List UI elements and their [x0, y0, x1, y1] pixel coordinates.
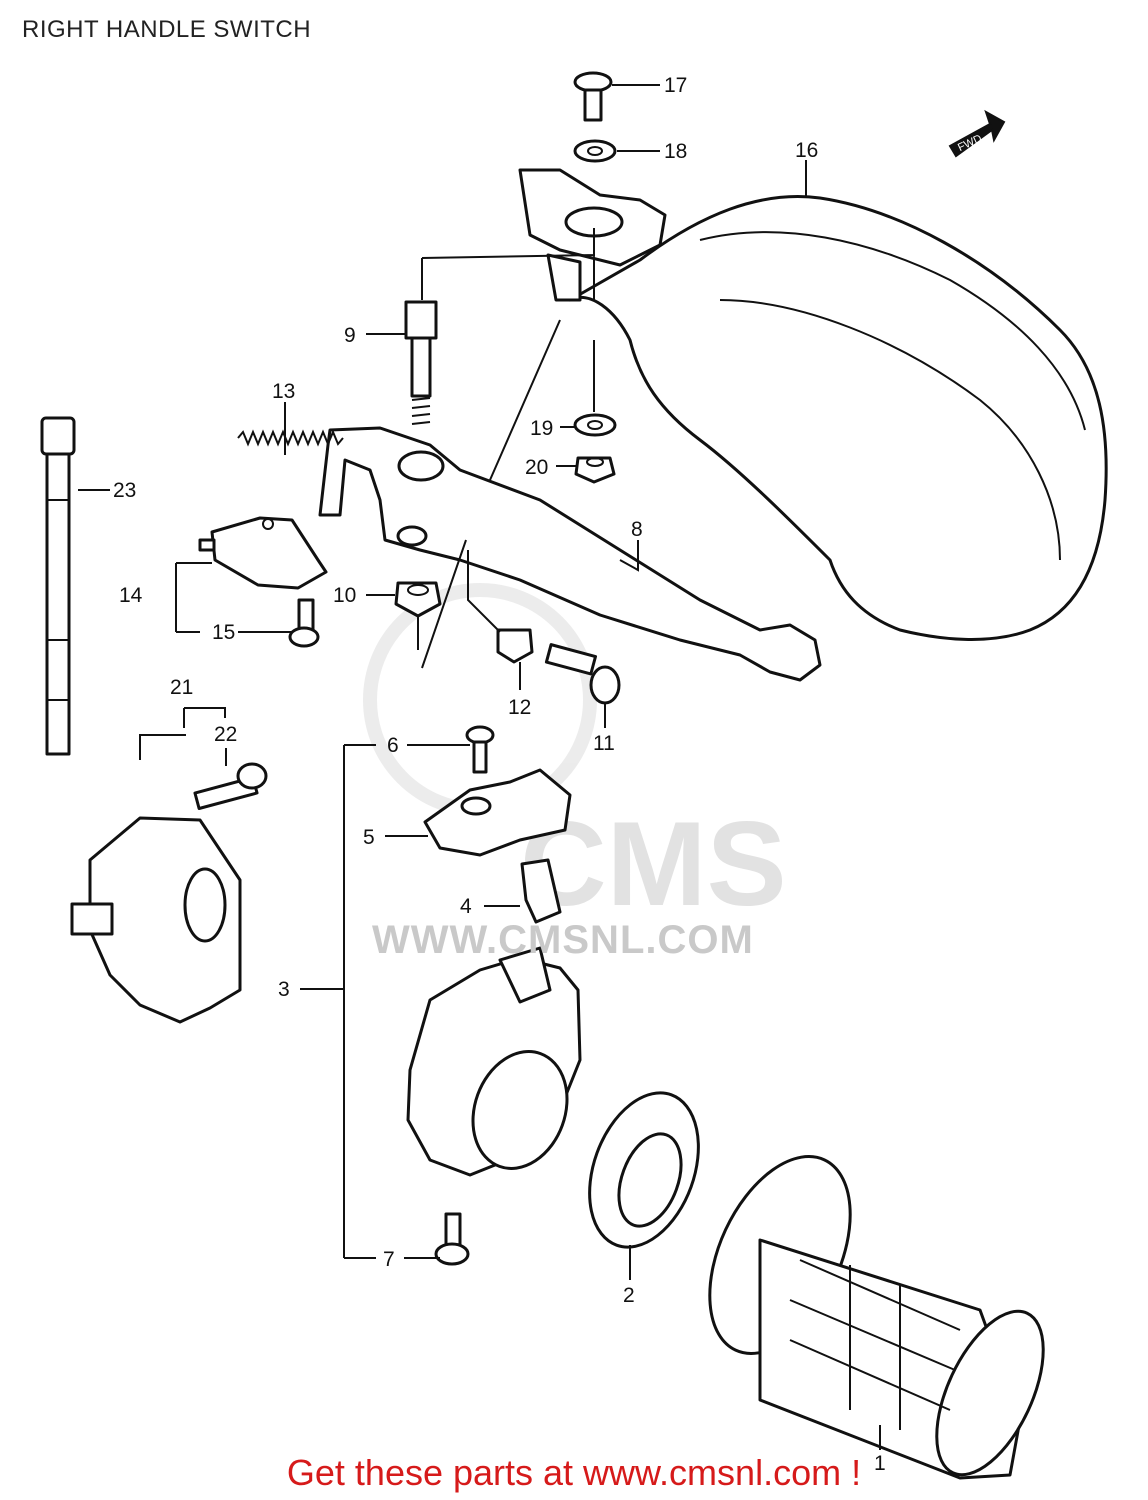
- screw-15: [288, 598, 320, 648]
- callout-3: 3: [278, 978, 290, 1001]
- callout-8: 8: [631, 518, 643, 541]
- stop-switch-14: [198, 516, 328, 590]
- screw-6: [465, 725, 495, 774]
- switch-housing-3: [406, 946, 582, 1177]
- callout-20: 20: [525, 456, 548, 479]
- callout-14: 14: [119, 584, 143, 607]
- callout-22: 22: [214, 723, 237, 746]
- assembly-lines: [139, 228, 596, 760]
- bolt-9: [404, 300, 438, 425]
- callout-2: 2: [623, 1284, 635, 1307]
- switch-cover-21: [70, 816, 242, 1024]
- leader-lines: [78, 84, 881, 1450]
- screw-7: [434, 1212, 470, 1266]
- guard-bracket: [518, 168, 667, 302]
- callout-5: 5: [363, 826, 375, 849]
- screw-17: [573, 71, 613, 122]
- callout-6: 6: [387, 734, 399, 757]
- cable-tie-23: [40, 416, 76, 756]
- callout-11: 11: [593, 732, 615, 755]
- nut-12: [496, 628, 534, 664]
- cover-plate-5: [423, 768, 572, 857]
- callout-9: 9: [344, 324, 356, 347]
- footer-link-text[interactable]: Get these parts at www.cmsnl.com !: [286, 1452, 862, 1493]
- forward-arrow: FWD: [948, 109, 1006, 158]
- brake-lever: [318, 426, 822, 682]
- callout-labels: 1 2 3 4 5 6 7 8 9 10 11 12 13 14 15 16 1…: [113, 74, 886, 1475]
- washer-18: [573, 139, 617, 163]
- callout-21: 21: [170, 676, 193, 699]
- callout-23: 23: [113, 479, 136, 502]
- washer-19: [573, 413, 617, 437]
- callout-4: 4: [460, 895, 472, 918]
- grip-1: [708, 1155, 1045, 1480]
- callout-17: 17: [664, 74, 687, 97]
- watermark-text: WWW.CMSNL.COM: [372, 918, 754, 962]
- callout-16: 16: [795, 139, 818, 162]
- callout-1: 1: [874, 1452, 886, 1475]
- nut-10: [394, 581, 442, 618]
- adjuster-bolt-11: [544, 643, 621, 705]
- callout-15: 15: [212, 621, 235, 644]
- callout-18: 18: [664, 140, 687, 163]
- hand-guard: [568, 195, 1108, 641]
- callout-12: 12: [508, 696, 531, 719]
- callout-19: 19: [530, 417, 553, 440]
- forward-arrow-label: FWD: [956, 133, 984, 154]
- spring-13: [237, 429, 344, 447]
- clip-4: [520, 858, 562, 924]
- throttle-drum-2: [588, 1091, 700, 1249]
- screw-22: [193, 762, 268, 810]
- callout-13: 13: [272, 380, 295, 403]
- nut-20: [574, 456, 616, 484]
- callout-10: 10: [333, 584, 356, 607]
- callout-7: 7: [383, 1248, 395, 1271]
- diagram-title: RIGHT HANDLE SWITCH: [22, 16, 312, 43]
